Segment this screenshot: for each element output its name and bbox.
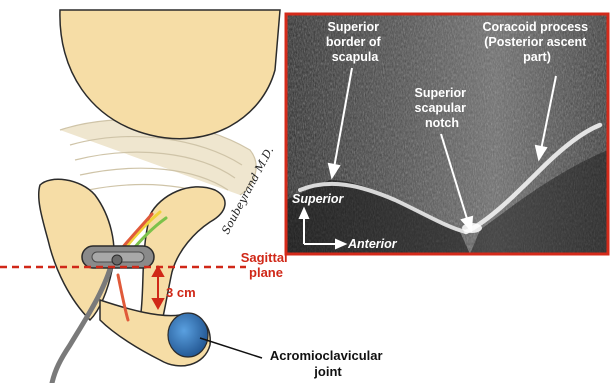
acromioclavicular-joint-marker (168, 313, 208, 357)
measurement-label: 3 cm (166, 285, 196, 300)
orientation-superior: Superior (292, 192, 345, 206)
label-superior-border: Superior border of scapula (326, 20, 384, 64)
joint-label: Acromioclavicular joint (270, 348, 386, 379)
orientation-anterior: Anterior (347, 237, 398, 251)
ultrasound-probe (82, 246, 154, 268)
humeral-head (60, 10, 280, 139)
plane-label: Sagittal plane (241, 250, 292, 280)
